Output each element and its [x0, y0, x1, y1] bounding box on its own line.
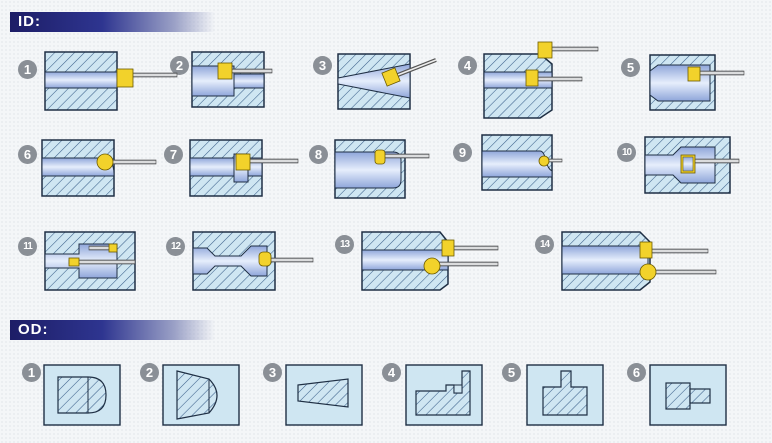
od-2-tapered-round-diagram	[162, 364, 240, 426]
od-number-4: 4	[382, 363, 401, 382]
id-10-internal-thread-diagram	[644, 136, 740, 194]
id-number-7: 7	[164, 145, 183, 164]
id-1-through-bore-diagram	[44, 51, 178, 111]
id-8-chamfer-bore-diagram	[334, 139, 430, 199]
od-6-stepped-shaft-diagram	[649, 364, 727, 426]
id-number-9: 9	[453, 143, 472, 162]
id-4-grooved-bore-diagram	[483, 41, 599, 119]
id-number-4: 4	[458, 56, 477, 75]
id-11-back-boring-diagram	[44, 231, 136, 291]
id-number-6: 6	[18, 145, 37, 164]
id-number-10: 10	[617, 143, 636, 162]
id-number-2: 2	[170, 56, 189, 75]
id-3-tapered-bore-diagram	[337, 53, 437, 110]
od-number-2: 2	[140, 363, 159, 382]
od-number-5: 5	[502, 363, 521, 382]
id-number-3: 3	[313, 56, 332, 75]
od-number-3: 3	[263, 363, 282, 382]
id-number-5: 5	[621, 58, 640, 77]
od-section-title: OD:	[10, 320, 215, 340]
id-number-11: 11	[18, 237, 37, 256]
id-6-radius-bore-diagram	[41, 139, 157, 197]
od-number-6: 6	[627, 363, 646, 382]
id-2-stepped-bore-diagram	[191, 51, 273, 108]
id-13-bore-with-face-diagram	[361, 231, 499, 291]
id-number-1: 1	[18, 60, 37, 79]
id-5-blind-bore-diagram	[649, 54, 745, 111]
od-3-taper-diagram	[285, 364, 363, 426]
id-12-contoured-bore-diagram	[192, 231, 314, 291]
id-number-14: 14	[535, 235, 554, 254]
id-number-12: 12	[166, 237, 185, 256]
id-14-large-bore-diagram	[561, 231, 717, 291]
od-1-rounded-end-diagram	[43, 364, 121, 426]
id-7-internal-groove-diagram	[189, 139, 299, 197]
id-number-13: 13	[335, 235, 354, 254]
od-number-1: 1	[22, 363, 41, 382]
od-4-stepped-shoulder-diagram	[405, 364, 483, 426]
id-number-8: 8	[309, 145, 328, 164]
id-9-flared-bore-diagram	[481, 134, 563, 191]
id-section-title: ID:	[10, 12, 215, 32]
od-5-stem-diagram	[526, 364, 604, 426]
